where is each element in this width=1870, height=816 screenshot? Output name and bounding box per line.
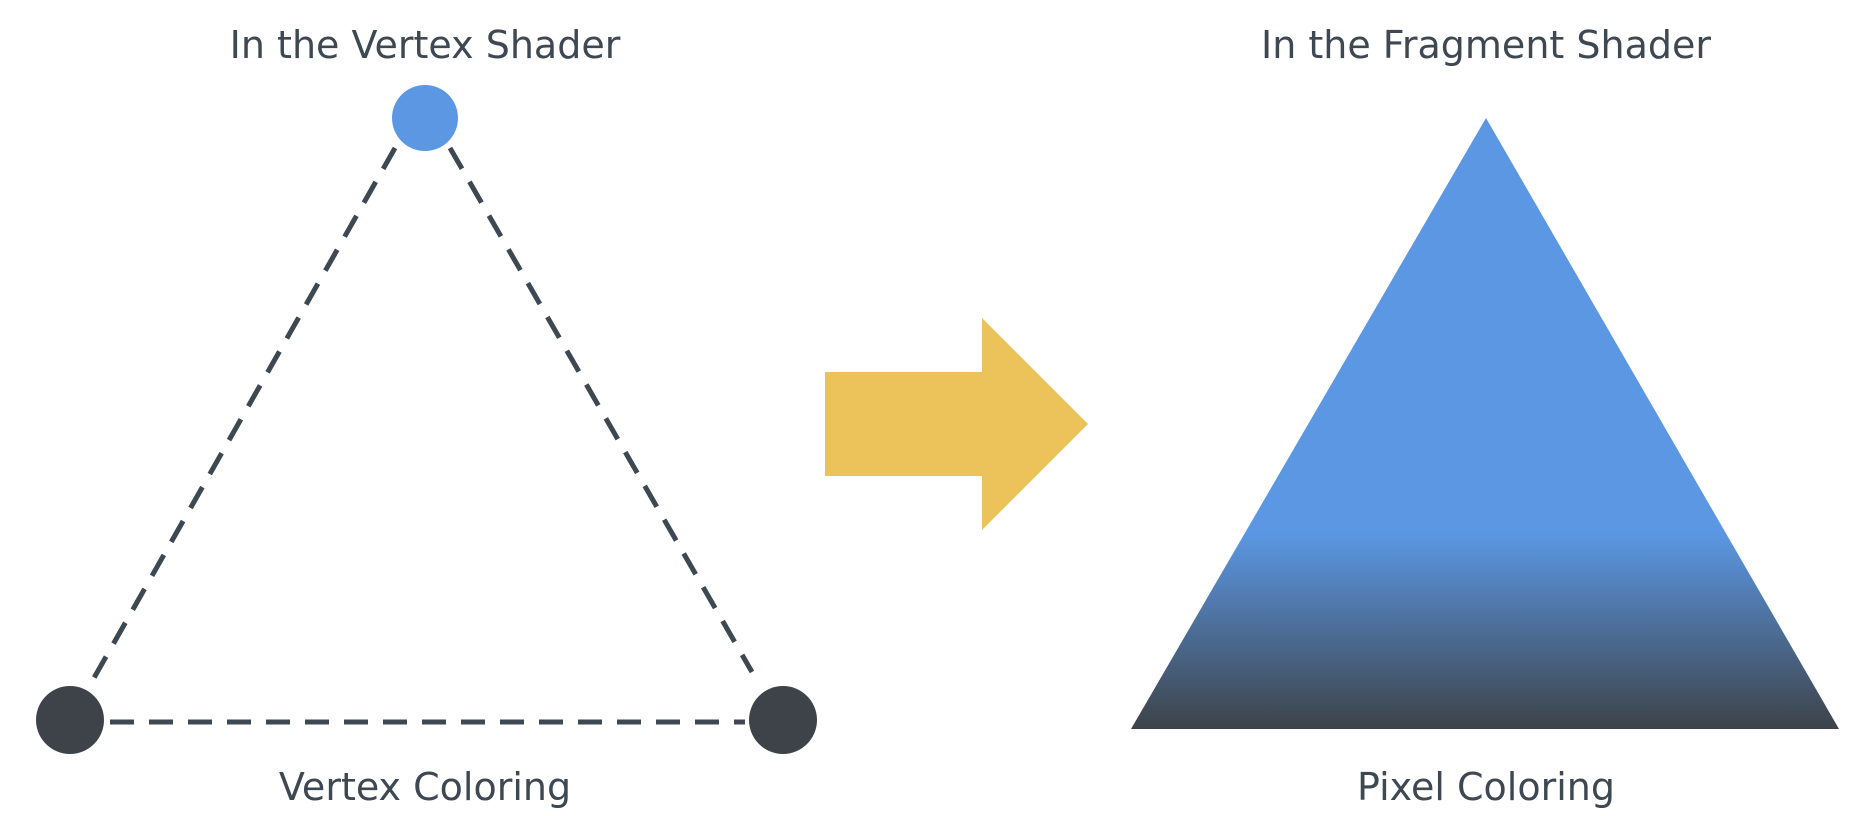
right-arrow — [825, 318, 1088, 530]
gradient-triangle — [1131, 118, 1839, 729]
vertex-coloring-panel: In the Vertex Shader Vertex Coloring — [36, 23, 817, 809]
vertex-bottom-right — [749, 686, 817, 754]
fragment-shader-title: In the Fragment Shader — [1261, 23, 1711, 67]
vertex-top — [392, 85, 458, 151]
vertex-coloring-caption: Vertex Coloring — [279, 765, 571, 809]
edge-left — [83, 146, 398, 694]
vertex-shader-title: In the Vertex Shader — [230, 23, 621, 67]
edge-right — [447, 146, 755, 674]
pixel-coloring-caption: Pixel Coloring — [1357, 765, 1615, 809]
triangle-edges — [83, 146, 755, 725]
pixel-coloring-panel: In the Fragment Shader Pixel Coloring — [1131, 23, 1839, 809]
vertex-bottom-left — [36, 686, 104, 754]
